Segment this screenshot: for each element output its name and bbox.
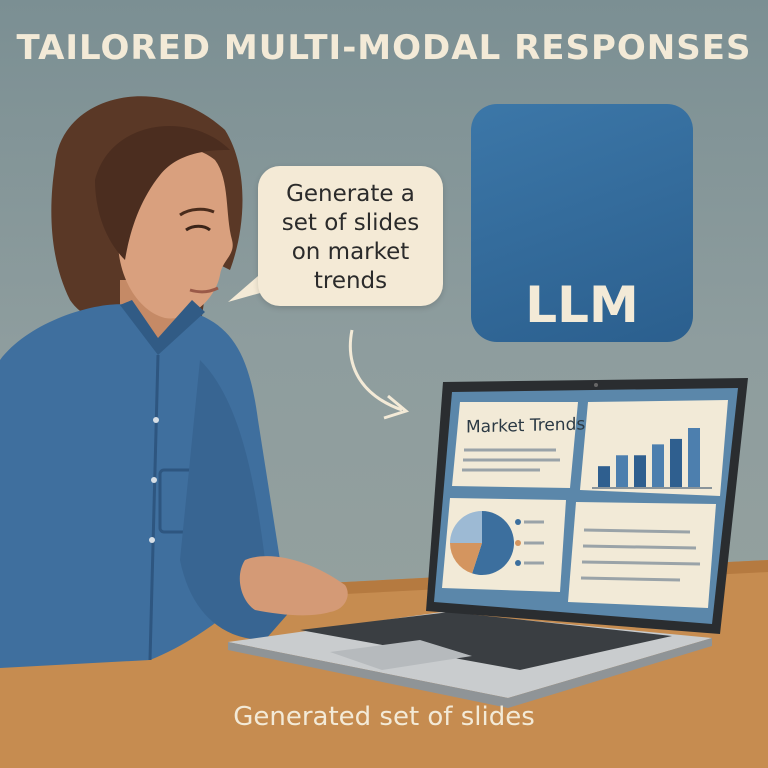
- prompt-line: Generate a: [286, 181, 415, 207]
- llm-label: LLM: [525, 276, 639, 334]
- prompt-line: on market: [291, 239, 410, 265]
- shirt-button: [151, 477, 157, 483]
- bar: [598, 466, 610, 488]
- shirt-placket: [148, 354, 160, 661]
- shirt-collar: [120, 300, 205, 355]
- slide-title: Market Trends: [466, 414, 586, 438]
- woman-eye: [185, 224, 211, 232]
- pie-slice: [450, 511, 482, 543]
- text-card: [568, 502, 716, 608]
- shirt-button: [153, 417, 159, 423]
- prompt-text: Generate a set of slides on market trend…: [268, 180, 433, 296]
- caption: Generated set of slides: [233, 702, 535, 732]
- bar: [616, 455, 628, 488]
- prompt-line: set of slides: [281, 210, 420, 236]
- flow-arrow-head: [383, 394, 410, 420]
- bar-chart: [592, 428, 712, 489]
- bar: [670, 438, 682, 488]
- prompt-line: trends: [313, 268, 388, 294]
- pie-slice: [472, 511, 514, 575]
- woman-eyebrow: [179, 207, 215, 217]
- laptop-trackpad: [330, 640, 472, 670]
- slide-text-lines: [462, 448, 560, 472]
- page-title: TAILORED MULTI-MODAL RESPONSES: [16, 28, 752, 68]
- woman-mouth: [189, 286, 219, 294]
- prompt-bubble: Generate a set of slides on market trend…: [258, 166, 443, 306]
- llm-card: LLM: [471, 104, 693, 342]
- laptop-camera: [594, 383, 598, 387]
- woman-hand: [239, 556, 348, 616]
- woman-hair-front: [95, 126, 230, 260]
- text-card-lines: [580, 528, 701, 582]
- flow-arrow: [348, 329, 403, 412]
- laptop-base-edge: [228, 638, 712, 708]
- pie-chart: [450, 511, 514, 575]
- bar: [688, 428, 700, 488]
- pie-slice: [450, 543, 482, 574]
- slide-title-card: [452, 402, 578, 488]
- bar: [652, 444, 664, 488]
- shirt-button: [149, 537, 155, 543]
- bar: [634, 455, 646, 488]
- pie-legend: [515, 519, 544, 566]
- laptop-keyboard: [300, 612, 672, 670]
